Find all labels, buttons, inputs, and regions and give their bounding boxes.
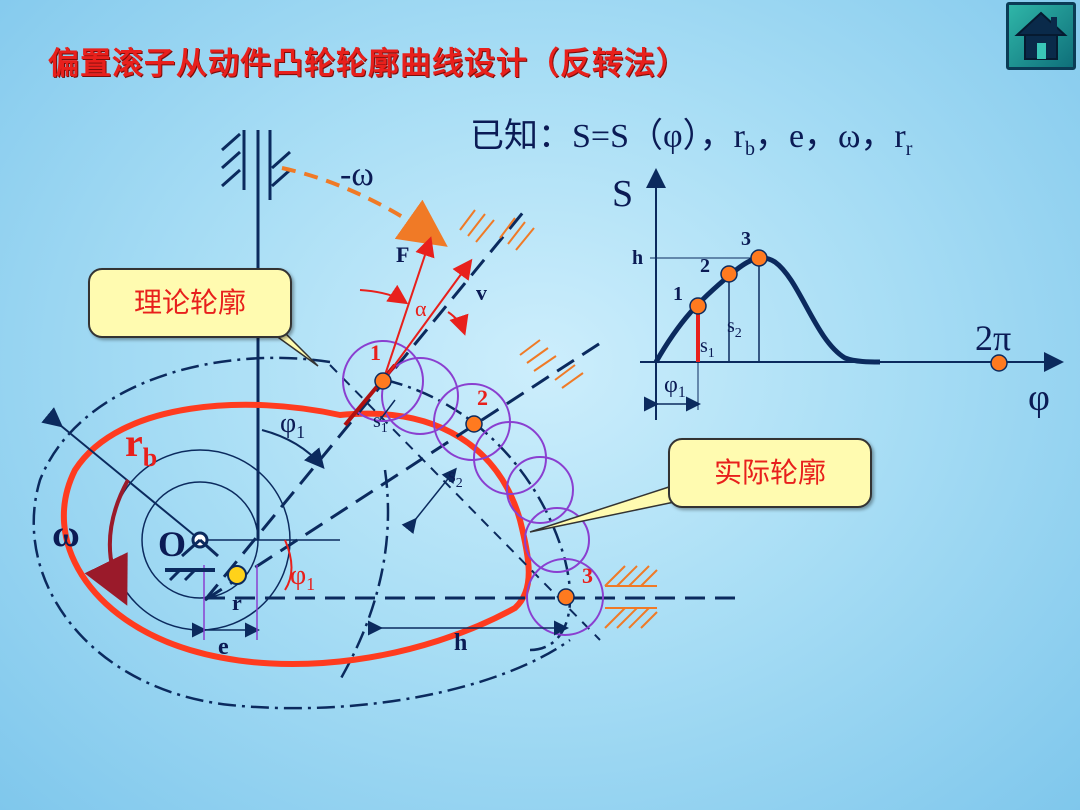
guide-hatch-3 bbox=[604, 565, 658, 629]
graph-label-s2: s2 bbox=[727, 315, 742, 341]
velocity-arrow bbox=[382, 258, 473, 382]
label-O: O bbox=[158, 524, 186, 564]
label-phi1-top: φ1 bbox=[280, 408, 305, 442]
given-conditions: 已知：S=S（φ），rb，e，ω，rr bbox=[470, 108, 912, 161]
label-h: h bbox=[454, 630, 467, 656]
label-s2: s2 bbox=[448, 465, 463, 491]
label-s1: s1 bbox=[373, 410, 388, 436]
theoretical-profile-outer bbox=[32, 356, 571, 710]
graph-label-p3: 3 bbox=[741, 228, 751, 250]
graph-label-h: h bbox=[632, 247, 643, 269]
theory-arc-2 bbox=[338, 469, 390, 681]
omega-rotation-arrow bbox=[84, 479, 130, 606]
label-e: e bbox=[218, 634, 229, 660]
contact-points bbox=[374, 372, 575, 606]
graph-points bbox=[689, 249, 1008, 372]
page-title: 偏置滚子从动件凸轮轮廓曲线设计（反转法） bbox=[48, 38, 688, 83]
label-point-2: 2 bbox=[477, 385, 488, 410]
label-phi1-red: φ1 bbox=[290, 560, 315, 594]
label-point-1: 1 bbox=[370, 340, 381, 365]
force-arrow bbox=[382, 236, 435, 382]
graph-label-2pi: 2π bbox=[975, 318, 1011, 358]
label-rb: rb bbox=[125, 420, 157, 472]
given-prefix: 已知：S=S（φ），r bbox=[470, 118, 745, 155]
s-curve bbox=[653, 255, 881, 365]
home-button[interactable] bbox=[1006, 2, 1076, 70]
guide-hatch-1 bbox=[459, 209, 535, 251]
guide-hatch-2 bbox=[519, 339, 584, 389]
graph-label-s1: s1 bbox=[700, 335, 715, 361]
graph-label-p1: 1 bbox=[673, 283, 683, 305]
label-v: v bbox=[476, 280, 487, 305]
given-sub-b: b bbox=[744, 137, 755, 160]
label-neg-omega: -ω bbox=[340, 156, 374, 193]
cam-center bbox=[165, 531, 219, 582]
given-mid: ，e，ω，r bbox=[754, 118, 906, 155]
label-point-3: 3 bbox=[582, 563, 593, 588]
roller-circles bbox=[342, 340, 604, 636]
callout-theoretical-profile: 理论轮廓 bbox=[88, 268, 292, 338]
label-alpha: α bbox=[415, 296, 427, 321]
graph-label-phi1: φ1 bbox=[664, 372, 686, 401]
follower-line-2 bbox=[204, 338, 606, 602]
callout-actual-profile: 实际轮廓 bbox=[668, 438, 872, 508]
title-main: 偏置滚子从动件凸轮轮廓曲线设计 bbox=[48, 46, 528, 82]
label-omega: ω bbox=[52, 513, 80, 555]
label-r: r bbox=[232, 590, 242, 615]
graph-label-p2: 2 bbox=[700, 255, 710, 277]
home-icon bbox=[1014, 11, 1068, 60]
given-sub-r: r bbox=[905, 137, 913, 160]
label-F: F bbox=[396, 242, 409, 267]
neg-omega-arc bbox=[281, 166, 448, 247]
graph-label-S: S bbox=[612, 173, 633, 215]
graph-label-phi: φ bbox=[1028, 377, 1050, 419]
title-suffix: （反转法） bbox=[528, 46, 688, 81]
theoretical-profile-inner bbox=[384, 378, 572, 652]
